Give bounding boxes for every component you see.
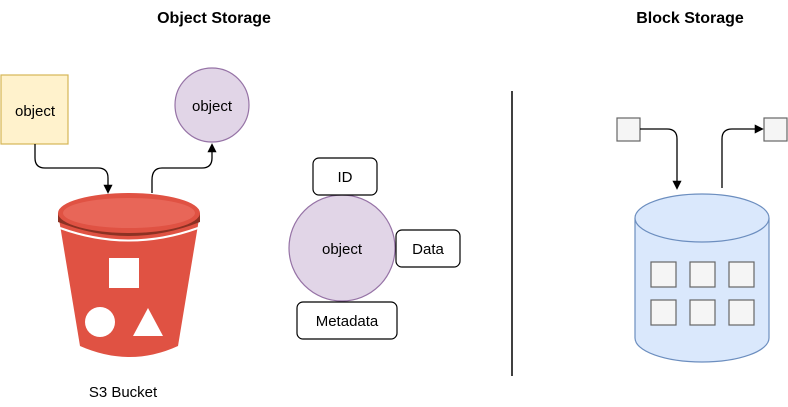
block-cell	[689, 299, 716, 326]
input-block	[616, 117, 641, 142]
square-shape-icon	[109, 258, 139, 288]
block-grid	[650, 261, 755, 326]
s3-bucket-icon	[58, 193, 200, 357]
output-block	[763, 117, 788, 142]
data-box	[395, 229, 461, 268]
object-anatomy: object ID Data Metadata	[288, 157, 461, 340]
block-input-arrow	[640, 128, 682, 190]
block-cell	[689, 261, 716, 288]
block-storage-cylinder	[634, 193, 770, 363]
anatomy-object-label: object	[322, 241, 363, 258]
metadata-box	[296, 301, 398, 340]
input-object-label: object	[15, 103, 56, 120]
triangle-shape-icon	[133, 308, 163, 336]
output-arrow	[151, 143, 217, 193]
id-label: ID	[338, 169, 353, 186]
input-arrow	[34, 144, 113, 194]
metadata-label: Metadata	[316, 313, 379, 330]
block-storage-title: Block Storage	[636, 10, 744, 27]
input-object-box: object	[0, 74, 69, 145]
block-cell	[728, 261, 755, 288]
s3-bucket-caption: S3 Bucket	[89, 384, 158, 401]
block-cell	[650, 261, 677, 288]
object-storage-title: Object Storage	[157, 10, 271, 27]
output-object-circle: object	[174, 67, 250, 143]
output-object-label: object	[192, 98, 233, 115]
id-box	[312, 157, 378, 196]
block-cell	[728, 299, 755, 326]
block-cell	[650, 299, 677, 326]
block-output-arrow	[721, 124, 764, 188]
data-label: Data	[412, 241, 444, 258]
circle-shape-icon	[85, 307, 115, 337]
